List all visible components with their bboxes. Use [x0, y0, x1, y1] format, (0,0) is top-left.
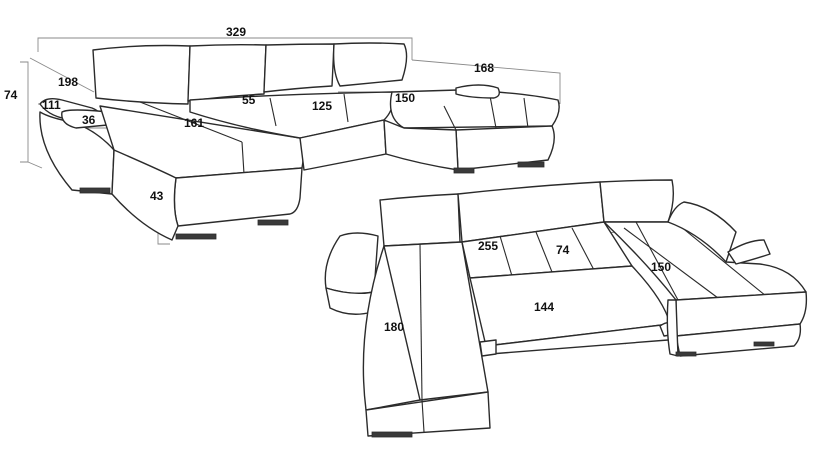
label-chaise-length-right: 180: [384, 320, 404, 334]
sofa-feet-right-view: [371, 341, 775, 438]
label-total-width: 329: [226, 25, 246, 39]
label-depth-right: 168: [474, 61, 494, 75]
bed-chaise: [362, 241, 491, 437]
bed-right-section: [603, 201, 808, 357]
label-seat-height: 43: [150, 189, 164, 203]
label-height: 74: [4, 88, 18, 102]
label-depth-left: 198: [58, 75, 78, 89]
sofa-view-bed: 255 74 150 144 180: [324, 179, 808, 438]
label-chaise-length: 161: [184, 116, 204, 130]
labels-left-view: 329 168 198 74 111 36 161 55 125 150 43: [4, 25, 494, 203]
label-right-length: 150: [651, 260, 671, 274]
label-arm-height: 111: [42, 98, 61, 112]
label-backrest-depth: 74: [556, 243, 570, 257]
label-seat-depth: 55: [242, 93, 256, 107]
label-bed-depth: 144: [534, 300, 554, 314]
label-bed-width: 255: [478, 239, 498, 253]
left-chaise: [99, 101, 305, 241]
label-arm-width: 36: [82, 113, 96, 127]
sofa-view-assembled: 329 168 198 74 111 36 161 55 125 150 43: [4, 25, 561, 245]
left-armrest: [39, 97, 120, 195]
sofa-feet-left-view: [79, 161, 545, 240]
label-middle-seat: 125: [312, 99, 332, 113]
labels-right-view: 255 74 150 144 180: [384, 239, 671, 334]
backrest-cushions: [92, 42, 408, 105]
bed-left-armrest: [324, 232, 379, 315]
label-right-chaise: 150: [395, 91, 415, 105]
right-chaise: [383, 84, 560, 171]
